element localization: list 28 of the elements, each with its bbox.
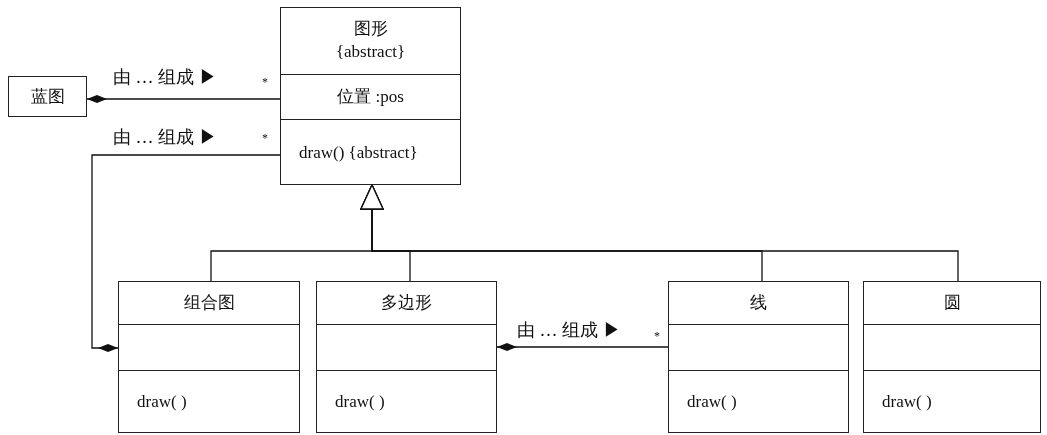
method-text: draw( )	[137, 391, 187, 414]
class-name: 线	[750, 291, 767, 314]
method-text: draw( )	[335, 391, 385, 414]
class-name: 多边形	[381, 291, 432, 314]
edge-label: 由 … 组成 ▶	[113, 127, 217, 149]
class-box	[668, 281, 849, 433]
edge-label: 由 … 组成 ▶	[113, 67, 217, 89]
composition-line	[91, 154, 281, 352]
attribute-text: 位置 :pos	[337, 85, 404, 108]
class-name: 圆	[943, 291, 961, 314]
inheritance-arrow	[360, 184, 959, 282]
multiplicity-label: *	[654, 330, 660, 342]
method-text: draw( )	[687, 391, 737, 414]
class-box	[8, 76, 87, 117]
class-box	[316, 281, 497, 433]
composition-line	[86, 95, 281, 103]
edge-label: 由 … 组成 ▶	[517, 320, 621, 342]
class-box	[280, 7, 461, 185]
composition-line	[496, 343, 669, 351]
class-name: 图形 {abstract}	[334, 18, 407, 63]
class-box	[863, 281, 1041, 433]
class-box	[118, 281, 300, 433]
method-text: draw() {abstract}	[299, 141, 418, 164]
class-name: 蓝图	[30, 86, 65, 109]
method-text: draw( )	[882, 391, 932, 414]
multiplicity-label: *	[262, 132, 268, 144]
class-name: 组合图	[183, 291, 235, 314]
multiplicity-label: *	[262, 76, 268, 88]
